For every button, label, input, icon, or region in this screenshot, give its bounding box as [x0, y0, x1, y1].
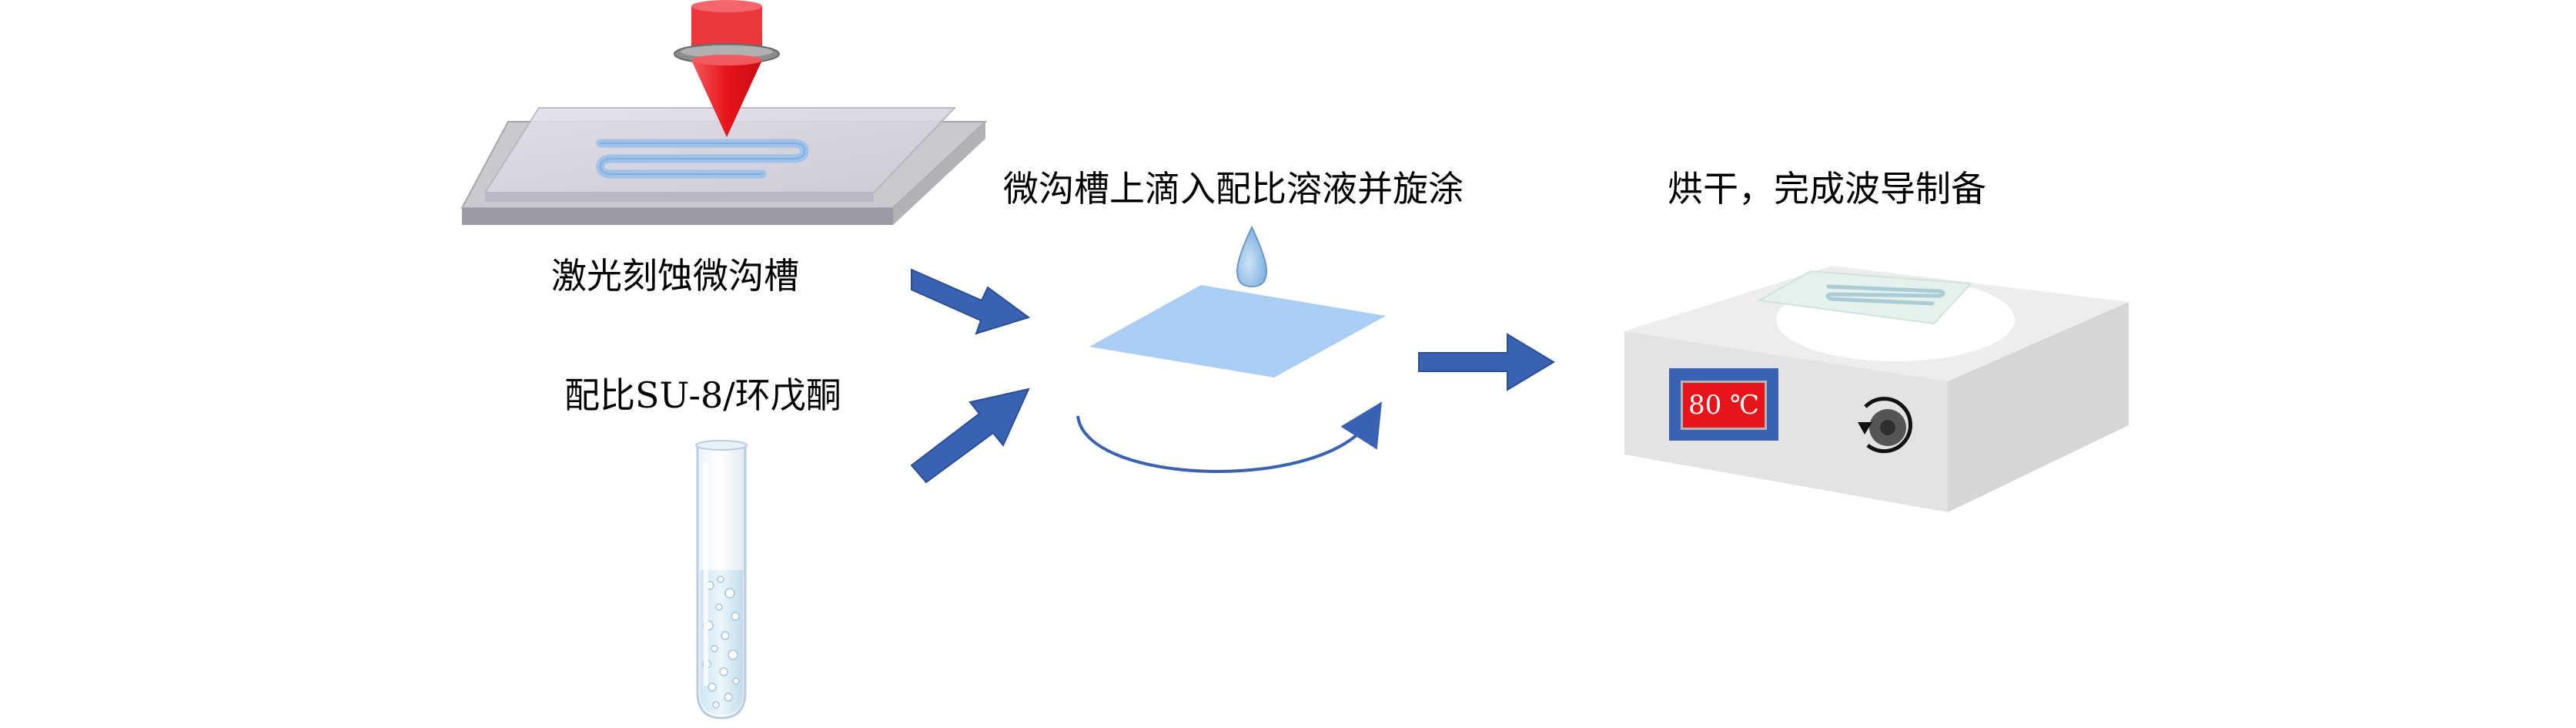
arrow-laser-to-spin — [911, 268, 1031, 335]
knob-icon — [1858, 397, 1912, 454]
laser-etching-label: 激光刻蚀微沟槽 — [551, 255, 799, 297]
droplet-icon — [1236, 225, 1268, 288]
arrow-spin-to-bake — [1418, 333, 1555, 391]
temperature-display: 80 ℃ — [1681, 381, 1767, 430]
test-tube-icon — [695, 440, 748, 720]
spin-coating-label: 微沟槽上滴入配比溶液并旋涂 — [1003, 168, 1464, 210]
laser-etching-slide — [460, 107, 988, 225]
arrow-mix-to-spin — [910, 387, 1030, 484]
baking-label: 烘干，完成波导制备 — [1668, 168, 1986, 210]
coated-film — [1089, 285, 1386, 377]
mixture-label: 配比SU-8/环戊酮 — [564, 374, 841, 416]
rotation-arrow-icon — [1076, 401, 1383, 473]
laser-icon — [674, 0, 780, 137]
hotplate-icon — [1624, 266, 2129, 512]
